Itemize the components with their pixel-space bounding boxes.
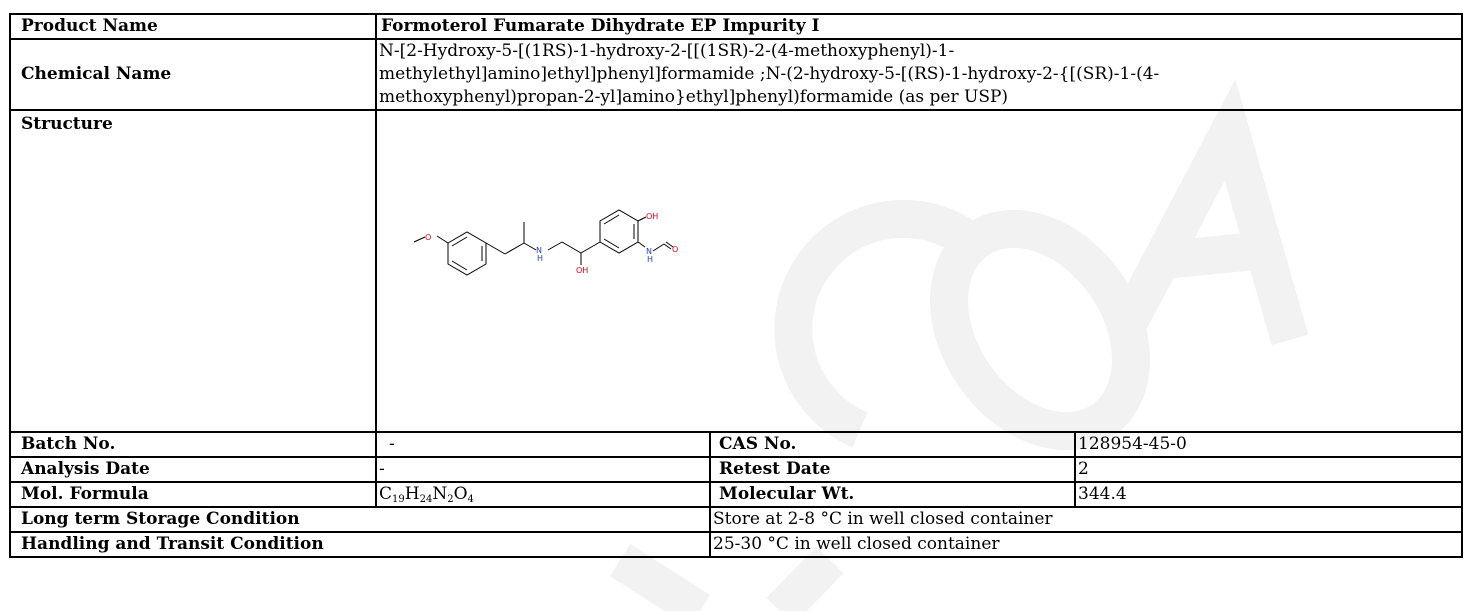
batch-no-value: - (375, 431, 711, 458)
amine-nitrogen-atom: N (536, 246, 542, 255)
row-dates: Analysis Date - Retest Date 2 (9, 456, 1464, 483)
product-info-sheet: Product Name Formoterol Fumarate Dihydra… (9, 13, 1464, 558)
amide-hydrogen-atom: H (647, 255, 653, 264)
formula-carbon: C (379, 484, 393, 504)
phenol-hydroxyl-label: OH (646, 212, 658, 221)
row-chemical-name: Chemical Name N-[2-Hydroxy-5-[(1RS)-1-hy… (9, 38, 1464, 111)
chemical-name-line-2: methylethyl]amino]ethyl]phenyl]formamide… (379, 64, 1160, 84)
row-handling-transit: Handling and Transit Condition 25-30 °C … (9, 531, 1464, 558)
retest-date-value: 2 (1073, 456, 1464, 483)
mol-formula-value: C19H24N2O4 (375, 481, 711, 508)
retest-date-label: Retest Date (709, 456, 1076, 483)
hydroxyl-label: OH (576, 266, 588, 275)
row-product-name: Product Name Formoterol Fumarate Dihydra… (9, 13, 1464, 40)
handling-transit-label: Handling and Transit Condition (9, 531, 711, 558)
chemical-structure-diagram: O N H OH OH N H O (413, 209, 678, 276)
product-name-label: Product Name (9, 13, 377, 40)
row-long-term-storage: Long term Storage Condition Store at 2-8… (9, 506, 1464, 533)
formula-hydrogen: H (404, 484, 420, 504)
structure-image-cell: O N H OH OH N H O (374, 109, 1464, 433)
row-structure: Structure (9, 109, 1464, 433)
formula-carbon-count: 19 (392, 494, 405, 505)
product-name-value: Formoterol Fumarate Dihydrate EP Impurit… (374, 13, 1464, 40)
formula-oxygen-count: 4 (467, 494, 474, 505)
batch-no-label: Batch No. (9, 431, 377, 458)
long-term-storage-value: Store at 2-8 °C in well closed container (708, 506, 1464, 533)
product-info-table: Product Name Formoterol Fumarate Dihydra… (9, 13, 1464, 558)
chemical-name-label: Chemical Name (9, 38, 377, 111)
handling-transit-value: 25-30 °C in well closed container (708, 531, 1464, 558)
cas-no-value: 128954-45-0 (1073, 431, 1464, 458)
amide-nitrogen-atom: N (646, 247, 652, 256)
formula-hydrogen-count: 24 (419, 494, 433, 505)
methoxy-oxygen-atom: O (425, 233, 431, 242)
cas-no-label: CAS No. (709, 431, 1076, 458)
amine-hydrogen-atom: H (537, 254, 543, 263)
row-formula-weight: Mol. Formula C19H24N2O4 Molecular Wt. 34… (9, 481, 1464, 508)
mol-formula-label: Mol. Formula (9, 481, 377, 508)
analysis-date-label: Analysis Date (9, 456, 377, 483)
molecular-wt-value: 344.4 (1073, 481, 1464, 508)
molecular-wt-label: Molecular Wt. (709, 481, 1076, 508)
formula-nitrogen-count: 2 (447, 494, 454, 505)
chemical-name-line-1: N-[2-Hydroxy-5-[(1RS)-1-hydroxy-2-[[(1SR… (379, 41, 955, 61)
chemical-name-value: N-[2-Hydroxy-5-[(1RS)-1-hydroxy-2-[[(1SR… (374, 38, 1464, 111)
carbonyl-oxygen-atom: O (672, 245, 678, 254)
structure-label: Structure (9, 109, 377, 433)
formula-oxygen: O (453, 484, 468, 504)
long-term-storage-label: Long term Storage Condition (9, 506, 711, 533)
formula-nitrogen: N (432, 484, 448, 504)
analysis-date-value: - (375, 456, 711, 483)
row-batch-cas: Batch No. - CAS No. 128954-45-0 (9, 431, 1464, 458)
chemical-name-line-3: methoxyphenyl)propan-2-yl]amino}ethyl]ph… (379, 87, 1009, 107)
